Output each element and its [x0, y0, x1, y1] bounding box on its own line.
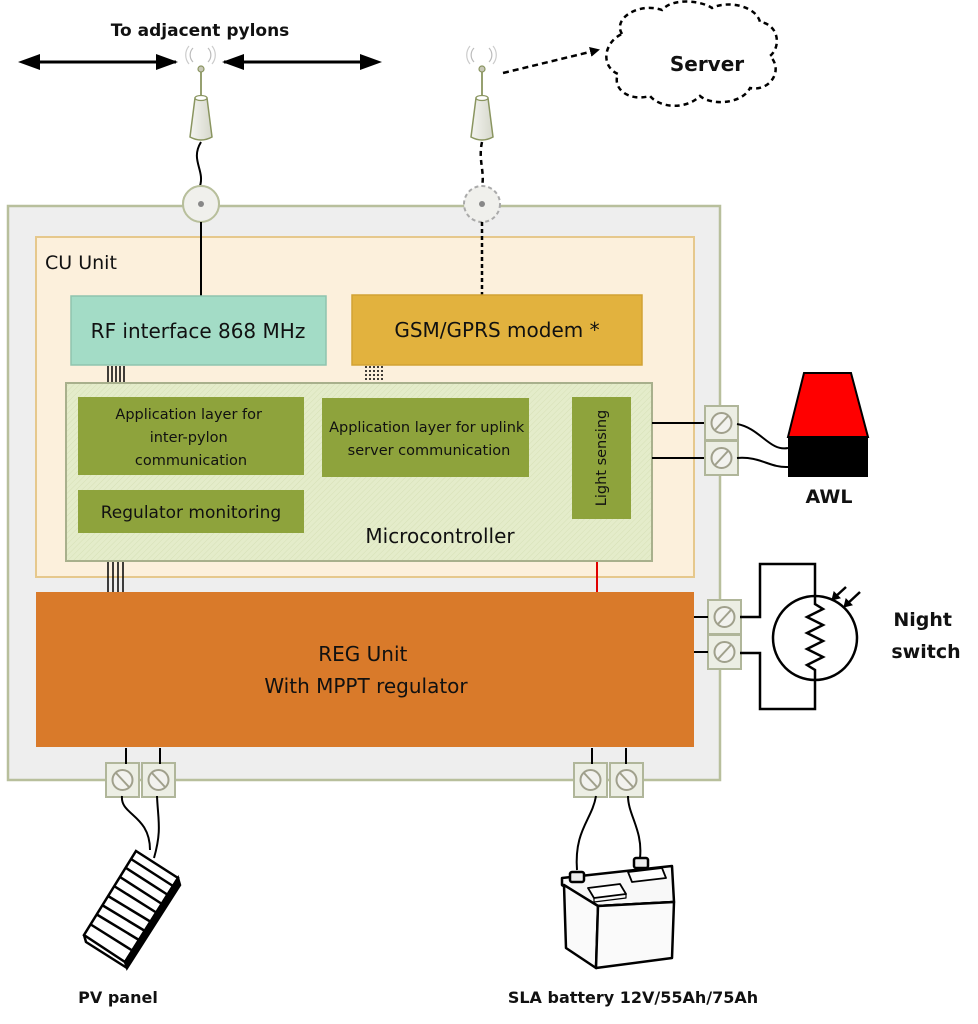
app-layer-uplink-line-2: server communication — [348, 443, 511, 459]
reg-unit-line-2: With MPPT regulator — [264, 674, 468, 698]
pv-wire-external-1 — [120, 795, 151, 851]
app-layer-uplink-block — [322, 398, 529, 477]
awl-wire-external-1 — [736, 423, 789, 450]
app-layer-inter-pylon-line-2: inter-pylon — [150, 430, 228, 446]
gsm-modem-label: GSM/GPRS modem * — [394, 318, 599, 342]
app-layer-inter-pylon-line-3: communication — [135, 453, 247, 469]
left-double-arrow — [18, 54, 178, 70]
app-layer-uplink-line-1: Application layer for uplink — [329, 420, 525, 436]
app-layer-inter-pylon-line-1: Application layer for — [115, 407, 262, 423]
pv-panel-label: PV panel — [78, 988, 158, 1007]
rf-antenna-icon — [185, 45, 216, 141]
light-sensing-label: Light sensing — [594, 410, 610, 506]
pv-panel-icon — [82, 849, 182, 971]
battery-terminal-icon — [609, 762, 644, 798]
adjacent-pylons-label: To adjacent pylons — [111, 21, 290, 41]
reg-monitor-bus — [107, 562, 124, 592]
gsm-antenna-cable — [479, 141, 484, 187]
rf-interface-block — [70, 295, 327, 366]
night-switch-line-1: Night — [893, 609, 952, 631]
battery-icon — [560, 856, 676, 970]
battery-terminal-icon — [573, 762, 608, 798]
photoresistor-icon — [740, 562, 861, 711]
rf-interface-label: RF interface 868 MHz — [91, 319, 306, 343]
pv-wire-external-2 — [153, 795, 160, 859]
reg-unit-line-1: REG Unit — [318, 642, 407, 666]
light-sensing-block — [572, 397, 631, 519]
battery-wire-external-2 — [627, 795, 642, 859]
awl-wire-external-2 — [736, 456, 789, 469]
reg-unit-block — [36, 592, 694, 747]
app-layer-inter-pylon-label: Application layer for inter-pylon commun… — [115, 407, 266, 469]
awl-terminal-icon — [704, 440, 739, 476]
regulator-monitoring-label: Regulator monitoring — [101, 503, 281, 523]
server-cloud-icon — [605, 0, 779, 107]
server-label: Server — [670, 52, 744, 76]
regulator-monitoring-block — [78, 490, 304, 533]
pv-terminal-icon — [141, 762, 176, 798]
app-layer-inter-pylon-block — [78, 397, 304, 475]
night-switch-line-2: switch — [891, 641, 960, 663]
gsm-bus — [365, 366, 383, 382]
reg-unit-label: REG Unit With MPPT regulator — [264, 642, 468, 698]
gsm-modem-block — [351, 294, 643, 366]
rf-bus — [107, 366, 125, 382]
night-switch-label: Night switch — [891, 609, 960, 663]
battery-label: SLA battery 12V/55Ah/75Ah — [508, 988, 758, 1007]
night-switch-terminal-icon — [707, 599, 742, 635]
awl-label: AWL — [806, 486, 853, 508]
right-double-arrow — [222, 54, 382, 70]
pv-terminal-icon — [105, 762, 140, 798]
battery-wire-external-1 — [575, 795, 597, 871]
uplink-arrow — [502, 47, 600, 75]
awl-terminal-icon — [704, 405, 739, 441]
microcontroller-label: Microcontroller — [365, 524, 515, 548]
rf-connector-icon — [182, 185, 220, 223]
awl-icon — [786, 372, 870, 477]
rf-antenna-cable — [195, 141, 203, 187]
app-layer-uplink-label: Application layer for uplink server comm… — [329, 420, 529, 459]
cu-unit-label: CU Unit — [45, 252, 117, 274]
gsm-antenna-icon — [466, 45, 497, 141]
gsm-connector-icon — [463, 185, 501, 223]
night-switch-terminal-icon — [707, 634, 742, 670]
